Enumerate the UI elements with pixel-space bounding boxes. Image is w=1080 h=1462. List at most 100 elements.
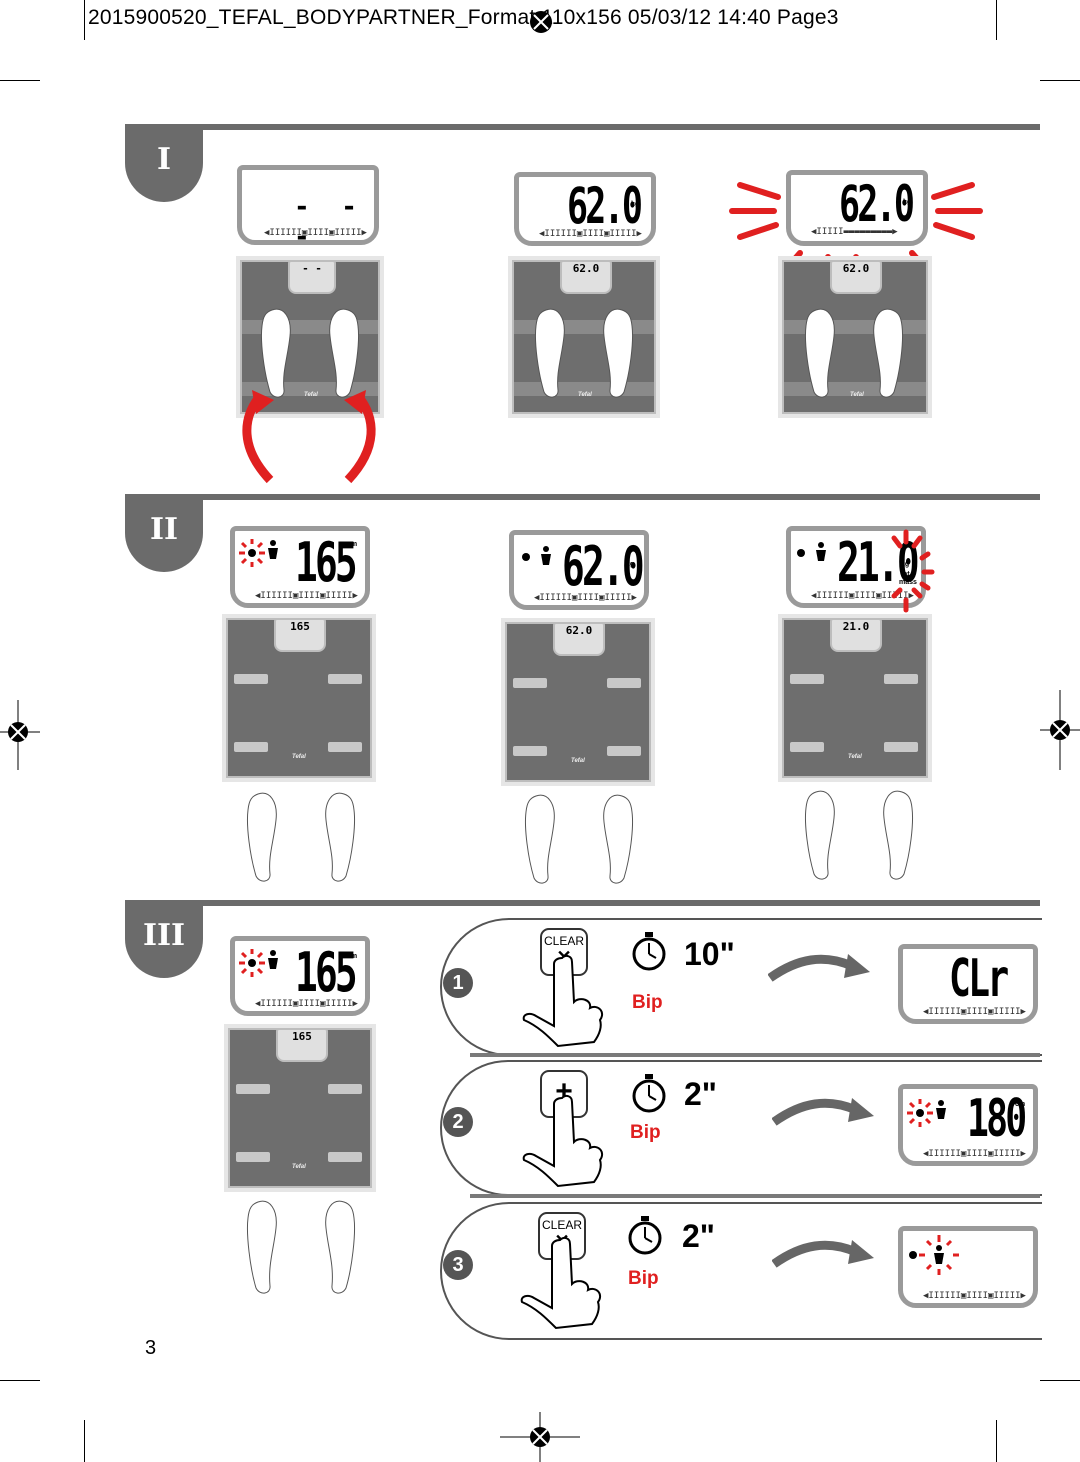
electrode-pad — [328, 742, 362, 752]
clear-result: CLr — [949, 949, 1009, 1009]
beep-label: Bip — [630, 1122, 661, 1143]
scale-mini-display: 62.0 — [830, 260, 882, 294]
lcd-display: 62.0 kg ◀IIIII▬▬▬▬▬▬▬▬▬▶ — [786, 170, 928, 246]
pointing-hand-icon — [520, 1236, 602, 1330]
electrode-pad — [513, 746, 547, 756]
crop-mark — [84, 1420, 85, 1462]
electrode-pad — [790, 674, 824, 684]
feet-icon — [805, 790, 913, 880]
scale-mini-display: 165 — [276, 1028, 328, 1062]
lcd-scale-row: ◀IIIIII▣IIII▣IIIII▶ — [539, 229, 642, 239]
bathroom-scale: 165 Tefal — [226, 618, 372, 778]
electrode-pad — [234, 674, 268, 684]
crop-mark — [0, 80, 40, 81]
weight-unit: kg — [626, 561, 635, 568]
feet-icon — [535, 308, 633, 398]
registration-mark-icon — [0, 700, 40, 770]
timer-duration: 10" — [684, 936, 735, 972]
bathroom-scale: 62.0 Tefal — [512, 260, 656, 414]
lcd-scale-row: ◀IIIIII▣IIII▣IIIII▶ — [534, 593, 637, 603]
electrode-pad — [513, 678, 547, 688]
height-value: 165 — [295, 941, 358, 1004]
user-icon — [907, 1099, 946, 1127]
electrode-pad — [884, 742, 918, 752]
brand-logo: Tefal — [304, 392, 318, 398]
arrow-right-icon — [768, 954, 870, 982]
mass-label: mass — [899, 579, 917, 586]
registration-mark-icon — [1040, 690, 1080, 770]
clear-button-label: CLEAR — [541, 1218, 582, 1232]
arrow-right-icon — [772, 1098, 874, 1126]
electrode-pad — [328, 674, 362, 684]
section-badge: III — [125, 900, 203, 978]
electrode-pad — [328, 1152, 362, 1162]
bathroom-scale: 62.0 Tefal — [505, 622, 651, 782]
step-number: 1 — [443, 968, 473, 998]
crop-mark — [996, 0, 997, 40]
registration-mark-icon — [530, 11, 552, 33]
lcd-scale-row: ◀IIIII▬▬▬▬▬▬▬▬▬▶ — [811, 227, 898, 237]
height-value: 180 — [967, 1089, 1027, 1149]
brand-logo: Tefal — [850, 392, 864, 398]
height-unit: cm — [347, 953, 358, 960]
scale-mini-display: 62.0 — [553, 622, 605, 656]
registration-mark-icon — [500, 1412, 580, 1462]
lcd-scale-row: ◀IIIIII▣IIII▣IIIII▶ — [255, 591, 358, 601]
crop-mark — [0, 1380, 40, 1381]
weight-value: 62.0 — [562, 535, 645, 598]
scale-mini-display: - - — [288, 260, 336, 294]
lcd-display: 165 cm ◀IIIIII▣IIII▣IIIII▶ — [230, 526, 370, 608]
bathroom-scale: - - Tefal — [240, 260, 380, 414]
height-unit: cm — [1015, 1101, 1026, 1108]
brand-logo: Tefal — [848, 754, 862, 760]
step-on-arrows-icon — [242, 390, 376, 484]
lcd-scale-row: ◀IIIIII▣IIII▣IIIII▶ — [923, 1007, 1026, 1017]
height-value: 165 — [295, 531, 358, 594]
electrode-pad — [234, 742, 268, 752]
electrode-pad — [236, 1152, 270, 1162]
lcd-scale-row: ◀IIIIII▣IIII▣IIIII▶ — [255, 999, 358, 1009]
feet-icon — [805, 308, 903, 398]
page-number: 3 — [145, 1337, 157, 1359]
fat-mass-unit: kg — [901, 561, 910, 568]
brand-logo: Tefal — [571, 758, 585, 764]
timer-icon — [632, 932, 666, 971]
timer-icon — [632, 1074, 666, 1113]
arrow-right-icon — [772, 1240, 874, 1268]
crop-mark — [1040, 1380, 1080, 1381]
height-unit: cm — [347, 541, 358, 548]
timer-icon — [628, 1216, 662, 1255]
lcd-scale-row: ◀IIIIII▣IIII▣IIIII▶ — [923, 1149, 1026, 1159]
step-divider — [470, 1194, 1040, 1198]
timer-duration: 2" — [682, 1218, 715, 1254]
electrode-pad — [607, 746, 641, 756]
lcd-scale-row: ◀IIIIII▣IIII▣IIIII▶ — [923, 1291, 1026, 1301]
step-divider — [470, 1053, 1040, 1057]
lcd-display: ◀IIIIII▣IIII▣IIIII▶ — [898, 1226, 1038, 1308]
feet-icon — [247, 1200, 355, 1294]
print-header: 2015900520_TEFAL_BODYPARTNER_Format 110x… — [88, 6, 839, 29]
electrode-pad — [790, 742, 824, 752]
user-icon — [909, 1235, 959, 1275]
step-number: 2 — [443, 1107, 473, 1137]
pointing-hand-icon — [522, 1094, 604, 1188]
brand-logo: Tefal — [292, 1164, 306, 1170]
scale-mini-display: 165 — [274, 618, 326, 652]
bathroom-scale: 62.0 Tefal — [782, 260, 928, 414]
bathroom-scale: 21.0 Tefal — [782, 618, 928, 778]
brand-logo: Tefal — [292, 754, 306, 760]
lcd-scale-row: ◀IIIIII▣IIII▣IIIII▶ — [264, 228, 367, 238]
scale-mini-display: 21.0 — [830, 618, 882, 652]
lcd-dashes: - - - — [294, 192, 365, 252]
step-number: 3 — [443, 1250, 473, 1280]
feet-icon — [525, 794, 633, 884]
feet-icon — [247, 792, 355, 882]
section-rule — [125, 494, 1040, 500]
feet-icon — [261, 308, 359, 398]
user-icon — [797, 542, 826, 561]
electrode-pad — [236, 1084, 270, 1094]
lcd-scale-row: ◀IIIIII▣IIII▣IIIII▶ — [811, 591, 914, 601]
weight-value: 62.0 — [567, 177, 643, 235]
fat-label: fat — [901, 571, 910, 578]
bathroom-scale: 165 Tefal — [228, 1028, 372, 1188]
